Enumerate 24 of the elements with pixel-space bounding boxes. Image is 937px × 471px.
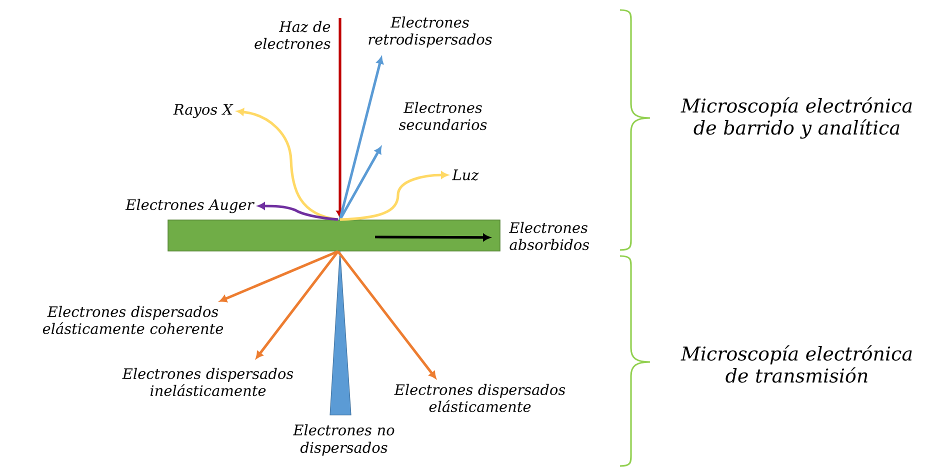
arrow — [236, 108, 338, 221]
signal-label: Rayos X — [173, 104, 234, 118]
arrow — [375, 234, 490, 242]
arrow — [336, 18, 344, 218]
signal-label: Electrones retrodispersados — [368, 16, 492, 48]
arrow — [258, 202, 338, 221]
bracket-label: Microscopía electrónica de barrido y analítica — [680, 97, 912, 139]
signal-label: Electrones no dispersados — [292, 424, 394, 456]
signal-label: Electrones dispersados elásticamente coherente — [42, 306, 224, 334]
arrow — [338, 56, 384, 220]
bracket-label: Microscopía electrónica de transmisión — [680, 345, 912, 383]
signal-label: Electrones dispersados inelásticamente — [122, 368, 294, 396]
signal-label: Electrones absorbidos — [508, 222, 590, 250]
signal-label: Electrones secundarios — [398, 102, 487, 130]
arrow — [340, 171, 448, 221]
sample-bar — [168, 220, 500, 252]
signal-label: Haz de electrones — [254, 20, 330, 50]
signal-label: Luz — [452, 170, 479, 180]
signal-label: Electrones dispersados elásticamente — [394, 384, 566, 412]
arrow — [256, 250, 340, 359]
signal-label: Electrones Auger — [125, 198, 255, 214]
arrow — [336, 250, 436, 379]
arrow — [338, 146, 382, 220]
arrow — [220, 250, 339, 302]
